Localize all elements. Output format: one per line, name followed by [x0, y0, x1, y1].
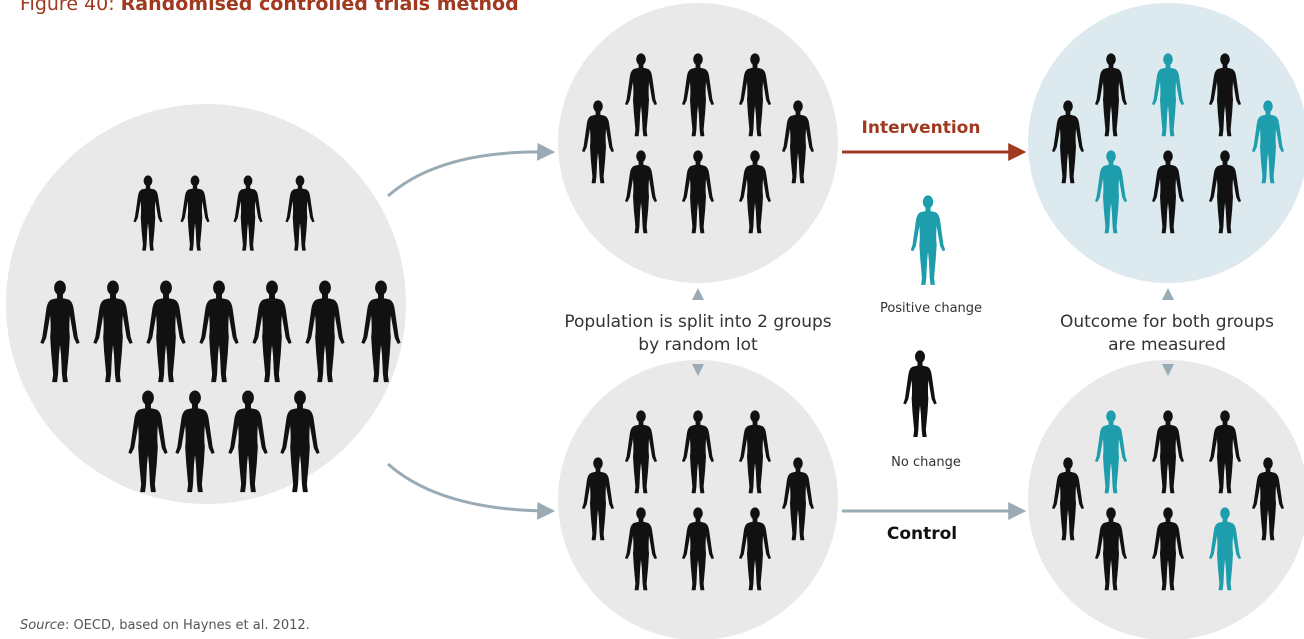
figure-title-text: Randomised controlled trials method	[120, 0, 519, 15]
figure-number: Figure 40:	[20, 0, 121, 15]
source-label: Source	[20, 618, 65, 633]
intervention-group-circle	[558, 3, 838, 283]
source-text: : OECD, based on Haynes et al. 2012.	[64, 618, 310, 633]
split-label-line1: Population is split into 2 groups	[564, 312, 831, 332]
legend-positive-change-label: Positive change	[880, 301, 982, 316]
control-group-circle	[558, 360, 838, 639]
split-down-arrowhead	[692, 364, 704, 376]
split-up-arrowhead	[692, 288, 704, 300]
legend-positive-change-person	[910, 195, 946, 285]
outcome-label-line2: are measured	[1108, 335, 1226, 355]
outcome-up-arrowhead	[1162, 288, 1174, 300]
outcome-down-arrowhead	[1162, 364, 1174, 376]
figure-title: Figure 40: Randomised controlled trials …	[20, 0, 519, 15]
split-label-line2: by random lot	[638, 335, 758, 355]
legend-no-change-label: No change	[891, 455, 961, 470]
legend-no-change-person	[903, 350, 937, 437]
source-note: Source: OECD, based on Haynes et al. 201…	[20, 618, 310, 633]
control-label: Control	[887, 524, 957, 544]
split-arrow-top	[387, 142, 556, 198]
intervention-label: Intervention	[862, 118, 981, 138]
split-arrow-bottom	[387, 462, 556, 520]
outcome-label-line1: Outcome for both groups	[1060, 312, 1274, 332]
